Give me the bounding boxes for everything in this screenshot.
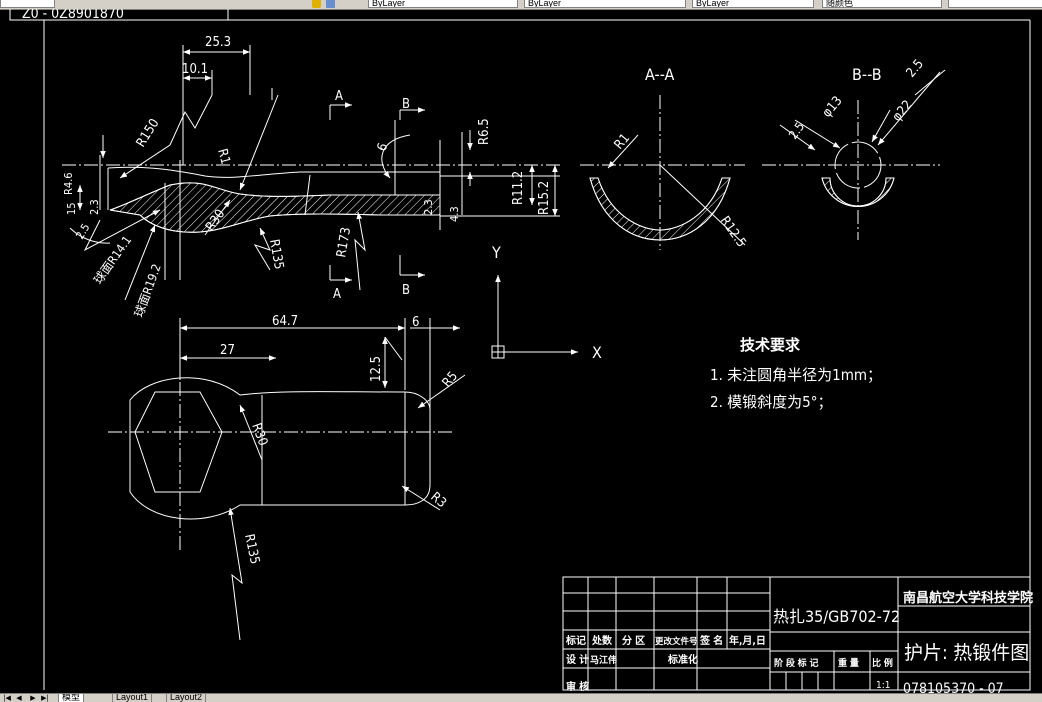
svg-text:南昌航空大学科技学院: 南昌航空大学科技学院 xyxy=(903,590,1033,606)
first-tab-button[interactable]: |◀ xyxy=(3,694,11,702)
svg-text:2.3: 2.3 xyxy=(88,199,101,215)
tab-model[interactable]: 模型 xyxy=(58,694,85,702)
svg-text:2.5: 2.5 xyxy=(786,120,807,142)
svg-text:标记: 标记 xyxy=(565,634,586,647)
plan-view-labels: 64.7 27 6 12.5 R5 R30 R3 R135 xyxy=(220,314,461,566)
front-view-labels: 25.3 10.1 R150 R1 6 R6.5 R11.2 R15.2 2.3… xyxy=(62,35,552,319)
title-block xyxy=(562,576,1031,691)
section-aa xyxy=(580,95,746,250)
svg-text:R1: R1 xyxy=(612,131,634,153)
svg-text:护片: 热锻件图: 护片: 热锻件图 xyxy=(904,642,1029,664)
drawing-canvas[interactable]: Z0 - 0Z8901870 xyxy=(0,9,1042,693)
svg-text:A: A xyxy=(333,287,341,302)
svg-text:设 计: 设 计 xyxy=(566,653,589,666)
svg-text:B--B: B--B xyxy=(852,65,882,84)
svg-text:R30: R30 xyxy=(248,421,270,448)
prev-tab-button[interactable]: ◀ xyxy=(16,694,22,702)
svg-text:审 核: 审 核 xyxy=(566,680,589,693)
tab-layout2[interactable]: Layout2 xyxy=(166,694,207,702)
svg-text:4.3: 4.3 xyxy=(448,206,461,222)
front-view xyxy=(62,45,560,301)
svg-text:Z0 - 0Z8901870: Z0 - 0Z8901870 xyxy=(22,9,124,22)
section-bb-labels: B--B 2.5 φ13 φ22 2.5 xyxy=(786,57,927,142)
svg-text:球面R14.1: 球面R14.1 xyxy=(91,233,134,287)
svg-text:2.3: 2.3 xyxy=(422,199,435,215)
svg-text:12.5: 12.5 xyxy=(369,356,384,382)
svg-text:分 区: 分 区 xyxy=(622,634,645,647)
svg-text:R173: R173 xyxy=(334,226,354,259)
plan-view xyxy=(108,318,466,641)
svg-text:马江伟: 马江伟 xyxy=(590,654,617,666)
svg-text:R135: R135 xyxy=(241,533,262,566)
svg-text:R15.2: R15.2 xyxy=(537,181,552,215)
svg-text:10.1: 10.1 xyxy=(182,62,208,77)
next-tab-button[interactable]: ▶ xyxy=(30,694,36,702)
svg-text:比 例: 比 例 xyxy=(872,657,893,669)
svg-text:R12.5: R12.5 xyxy=(717,214,749,251)
svg-text:A: A xyxy=(335,89,343,104)
svg-text:更改文件号: 更改文件号 xyxy=(655,636,698,647)
top-toolbar: ByLayer ByLayer ByLayer 随颜色 xyxy=(0,0,1042,10)
svg-text:年,月,日: 年,月,日 xyxy=(729,634,766,647)
svg-text:签 名: 签 名 xyxy=(699,634,723,647)
svg-text:B: B xyxy=(402,283,410,298)
plotstyle-dropdown[interactable] xyxy=(948,0,1042,8)
svg-text:1:1: 1:1 xyxy=(876,680,890,691)
ucs-icon xyxy=(491,275,578,359)
svg-text:27: 27 xyxy=(220,343,235,358)
toolbar-fragment[interactable] xyxy=(0,0,55,8)
svg-text:R5: R5 xyxy=(440,369,462,391)
svg-text:R1: R1 xyxy=(214,147,233,166)
layer-dropdown[interactable]: ByLayer xyxy=(368,0,518,8)
sheet-frame xyxy=(43,19,1031,690)
svg-text:φ22: φ22 xyxy=(890,98,916,125)
svg-text:2.5: 2.5 xyxy=(73,221,92,241)
svg-text:重 量: 重 量 xyxy=(838,657,859,669)
layer-state-icon[interactable] xyxy=(312,0,321,8)
layout-tab-bar: |◀ ◀ ▶ ▶| 模型 Layout1 Layout2 xyxy=(0,693,1042,702)
svg-text:64.7: 64.7 xyxy=(272,314,298,329)
svg-text:B: B xyxy=(402,97,410,112)
svg-text:处数: 处数 xyxy=(591,634,613,647)
title-block-text: 南昌航空大学科技学院 热扎35/GB702-72 护片: 热锻件图 1:1 07… xyxy=(565,590,1033,693)
svg-text:标准化: 标准化 xyxy=(667,653,698,666)
last-tab-button[interactable]: ▶| xyxy=(41,694,49,702)
svg-text:15: 15 xyxy=(65,202,78,215)
svg-text:R150: R150 xyxy=(134,116,163,150)
color-dropdown[interactable]: 随颜色 xyxy=(822,0,942,8)
svg-text:R135: R135 xyxy=(266,238,286,271)
layer-prev-icon[interactable] xyxy=(326,0,335,8)
svg-text:技术要求: 技术要求 xyxy=(740,336,801,354)
svg-text:Y: Y xyxy=(491,243,501,262)
ucs-labels: Y X xyxy=(491,243,602,362)
svg-text:R6.5: R6.5 xyxy=(477,118,492,145)
svg-text:25.3: 25.3 xyxy=(205,35,231,50)
svg-text:R11.2: R11.2 xyxy=(511,171,526,205)
svg-text:2.5: 2.5 xyxy=(904,57,927,81)
svg-text:2. 模锻斜度为5°；: 2. 模锻斜度为5°； xyxy=(710,393,832,411)
svg-text:热扎35/GB702-72: 热扎35/GB702-72 xyxy=(773,607,900,626)
svg-text:φ13: φ13 xyxy=(820,94,846,121)
linetype-dropdown[interactable]: ByLayer xyxy=(524,0,686,8)
svg-text:6: 6 xyxy=(412,315,419,330)
svg-text:R4.6: R4.6 xyxy=(62,172,75,195)
tab-layout1[interactable]: Layout1 xyxy=(112,694,153,702)
svg-text:1. 未注圆角半径为1mm；: 1. 未注圆角半径为1mm； xyxy=(710,366,882,384)
lineweight-dropdown[interactable]: ByLayer xyxy=(692,0,814,8)
svg-text:078105370 - 07: 078105370 - 07 xyxy=(903,681,1004,693)
svg-text:A--A: A--A xyxy=(645,65,675,84)
svg-text:阶 段 标 记: 阶 段 标 记 xyxy=(774,657,818,669)
svg-text:X: X xyxy=(592,343,602,362)
technical-requirements: 技术要求 1. 未注圆角半径为1mm； 2. 模锻斜度为5°； xyxy=(710,336,882,411)
svg-text:R3: R3 xyxy=(427,490,449,512)
section-bb xyxy=(762,69,946,240)
